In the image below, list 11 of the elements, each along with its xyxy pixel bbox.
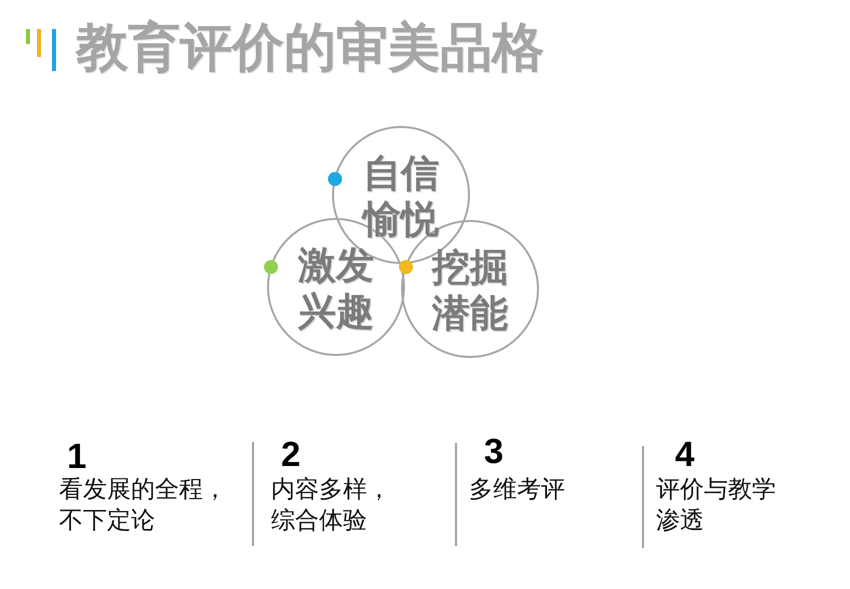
step-number: 4: [675, 437, 694, 472]
circle-label: 挖掘潜能: [430, 246, 509, 337]
circle-label: 自信愉悦: [361, 152, 440, 243]
item-text: 看发展的全程，不下定论: [59, 475, 228, 536]
step-number: 2: [281, 437, 300, 472]
item-text: 评价与教学渗透: [656, 475, 777, 536]
step-number: 1: [67, 439, 86, 474]
circle-label: 激发兴趣: [296, 244, 375, 335]
item-text: 多维考评: [469, 475, 566, 505]
step-number: 3: [484, 434, 504, 469]
item-text: 内容多样，综合体验: [271, 475, 392, 536]
